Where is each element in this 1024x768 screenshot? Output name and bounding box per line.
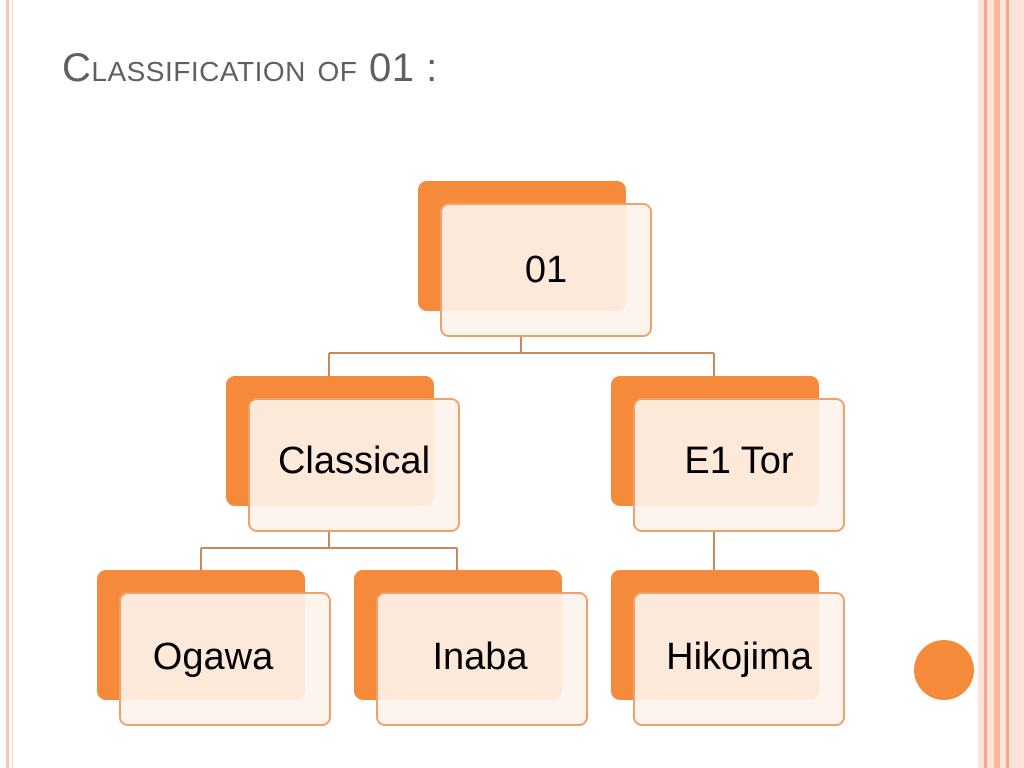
node-ogawa: Ogawa — [97, 570, 331, 726]
frame-right-line — [984, 0, 987, 768]
frame-left-line — [6, 0, 9, 768]
node-ogawa-label: Ogawa — [152, 636, 274, 678]
node-root-label: 01 — [524, 249, 568, 291]
node-hikojima-box — [633, 592, 845, 726]
node-hikojima: Hikojima — [611, 570, 845, 726]
node-e1-tor: E1 Tor — [611, 376, 845, 532]
node-e1-tor-box — [633, 398, 845, 532]
node-ogawa-box — [119, 592, 331, 726]
frame-right-line — [1006, 0, 1009, 768]
node-root-box — [440, 203, 652, 337]
node-hikojima-label: Hikojima — [666, 636, 812, 678]
frame-left-inner-line — [12, 0, 13, 768]
node-root: 01 — [418, 181, 652, 337]
node-inaba-box — [376, 592, 588, 726]
node-inaba-label: Inaba — [432, 636, 528, 678]
node-classical-label: Classical — [277, 440, 431, 482]
slide-title: Classification of 01 : — [62, 46, 438, 90]
node-classical-box — [248, 398, 460, 532]
decorative-circle — [914, 640, 974, 700]
node-inaba: Inaba — [354, 570, 588, 726]
node-e1-tor-label: E1 Tor — [684, 440, 794, 482]
frame-right-line — [994, 0, 1000, 768]
node-classical: Classical — [226, 376, 460, 532]
